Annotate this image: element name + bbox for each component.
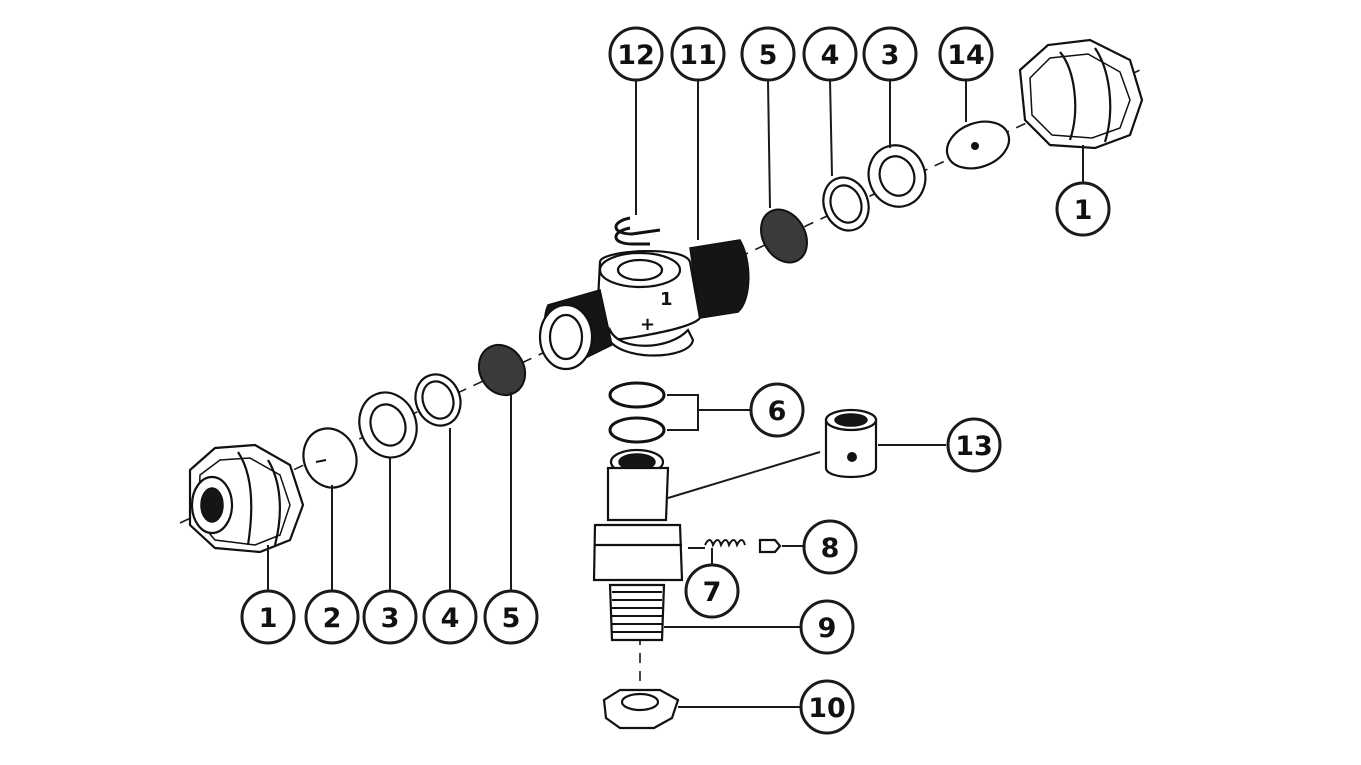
- callout-5-right: 5: [740, 26, 796, 82]
- right-ring: [822, 176, 870, 232]
- spring-and-check: [704, 538, 782, 554]
- left-washer: [358, 391, 418, 459]
- retaining-clip: [614, 216, 661, 246]
- callout-label: 4: [821, 40, 840, 71]
- right-mesh-screen: [760, 208, 808, 264]
- callout-1-right: 1: [1055, 181, 1111, 237]
- left-mesh-screen: [477, 343, 527, 397]
- leader-lines: [267, 79, 1084, 708]
- callout-label: 6: [768, 396, 787, 427]
- o-rings: [608, 381, 666, 444]
- callout-3-right: 3: [862, 26, 918, 82]
- callout-9: 9: [799, 599, 855, 655]
- left-disc: [302, 427, 358, 489]
- callout-11: 11: [670, 26, 726, 82]
- callout-4-right: 4: [802, 26, 858, 82]
- callout-label: 3: [381, 603, 400, 634]
- callout-label: 1: [1074, 195, 1093, 226]
- callout-label: 11: [679, 40, 717, 71]
- callout-label: 10: [808, 693, 846, 724]
- threaded-stem: [592, 448, 684, 642]
- tee-body: + 1: [538, 239, 750, 371]
- callout-8: 8: [802, 519, 858, 575]
- callout-5-left: 5: [483, 589, 539, 645]
- callout-label: 7: [703, 577, 722, 608]
- callout-label: 1: [259, 603, 278, 634]
- callout-label: 8: [821, 533, 840, 564]
- callout-14: 14: [938, 26, 994, 82]
- callout-3-left: 3: [362, 589, 418, 645]
- callout-10: 10: [799, 679, 855, 735]
- callout-13: 13: [946, 417, 1002, 473]
- right-washer: [867, 144, 927, 208]
- lock-nut: [602, 688, 680, 730]
- sleeve: [824, 408, 878, 478]
- orifice-disc: [945, 120, 1011, 170]
- callout-12: 12: [608, 26, 664, 82]
- right-hex-nut: [1018, 38, 1144, 150]
- left-hex-nut: [188, 443, 305, 554]
- callout-label: 14: [947, 40, 985, 71]
- callout-label: 5: [759, 40, 778, 71]
- body-mark-plus: +: [640, 314, 655, 335]
- callout-2: 2: [304, 589, 360, 645]
- callout-1-left: 1: [240, 589, 296, 645]
- callout-label: 12: [617, 40, 655, 71]
- body-mark-one: 1: [660, 289, 673, 310]
- callout-label: 2: [323, 603, 342, 634]
- callout-label: 3: [881, 40, 900, 71]
- callout-7: 7: [684, 563, 740, 619]
- left-ring: [414, 373, 462, 427]
- callout-label: 5: [502, 603, 521, 634]
- callout-label: 13: [955, 431, 993, 462]
- callout-label: 9: [818, 613, 837, 644]
- callout-4-left: 4: [422, 589, 478, 645]
- callout-6: 6: [749, 382, 805, 438]
- callout-label: 4: [441, 603, 460, 634]
